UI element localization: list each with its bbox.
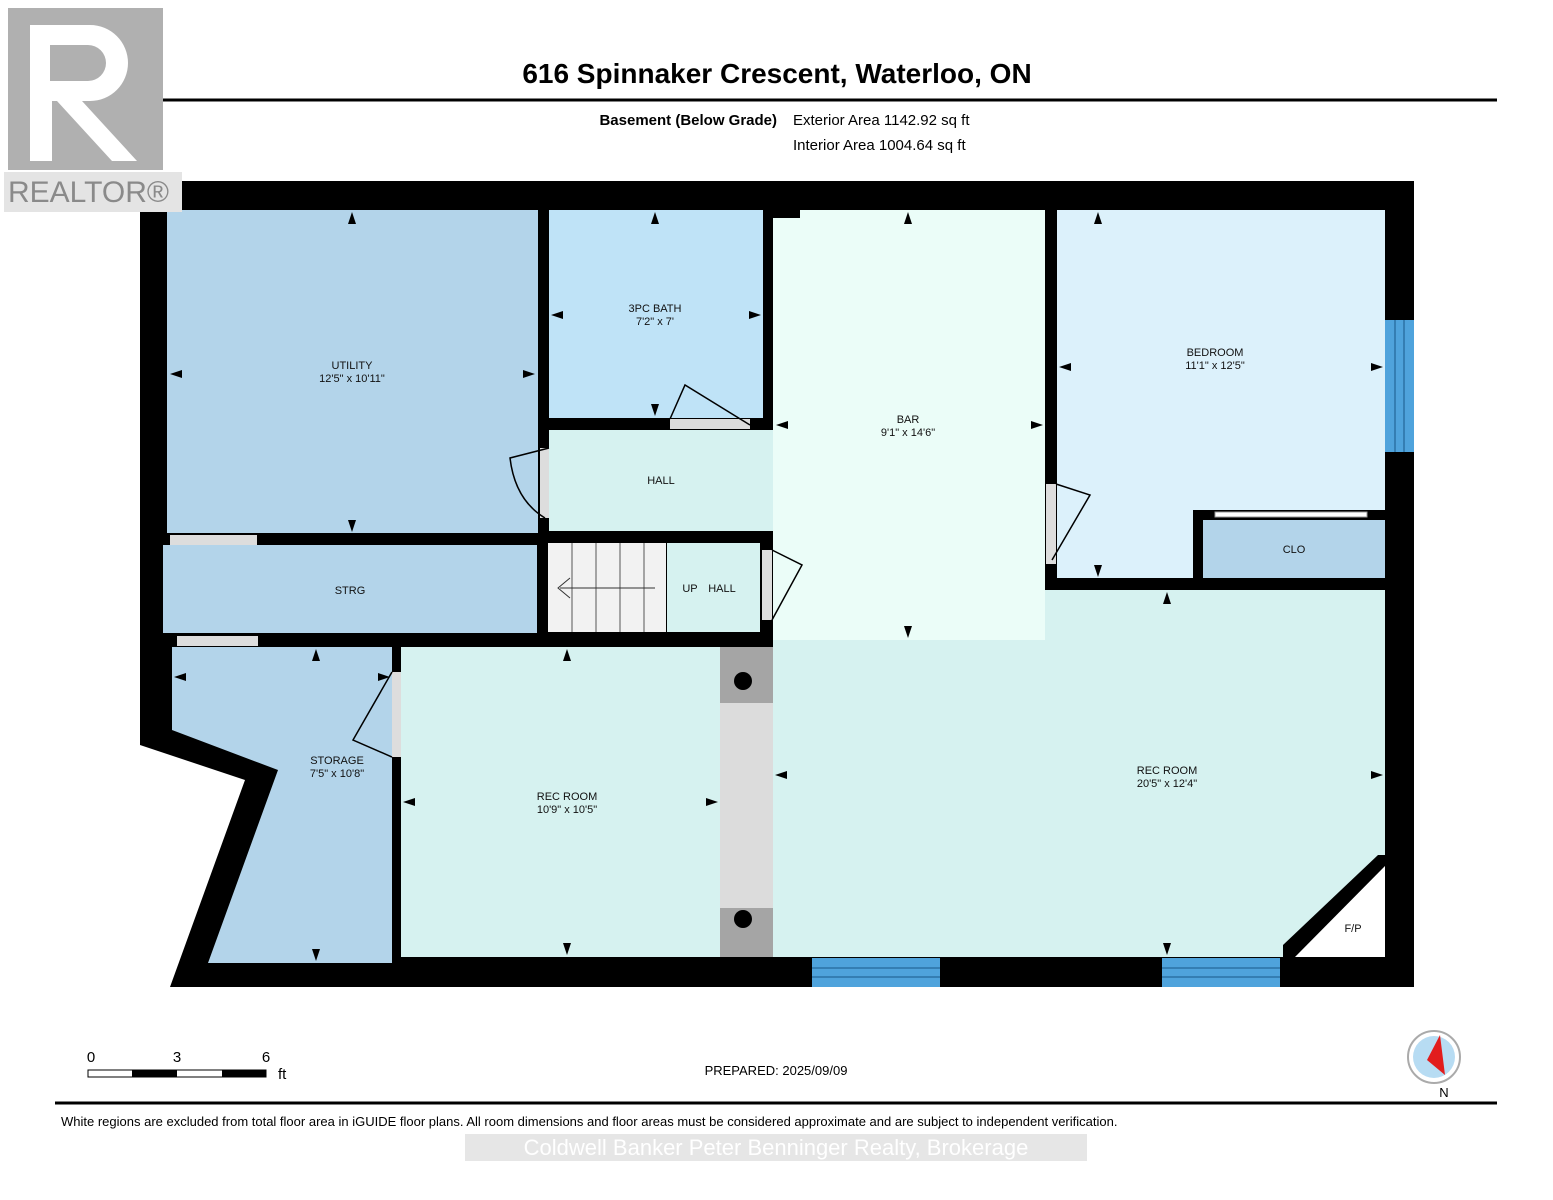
window-lines [812, 320, 1405, 978]
post-icon [734, 672, 752, 690]
room-bath [549, 210, 763, 418]
room-dims: 7'2" x 7' [636, 316, 674, 328]
room-label: HALL [708, 583, 736, 595]
room-label: REC ROOM [1137, 765, 1198, 777]
room-label: HALL [647, 475, 675, 487]
windows [812, 320, 1414, 987]
realtor-logo-text: REALTOR® [8, 176, 169, 209]
room-dims: 11'1" x 12'5" [1185, 360, 1245, 372]
prepared-date: PREPARED: 2025/09/09 [705, 1063, 848, 1078]
room-up-hall [667, 543, 760, 632]
room-storage [172, 647, 392, 963]
brokerage-watermark: Coldwell Banker Peter Benninger Realty, … [524, 1135, 1029, 1160]
wall-notch [763, 210, 800, 218]
floor-label: Basement (Below Grade) [599, 112, 777, 129]
room-label: CLO [1283, 544, 1306, 556]
stairs-label: UP [682, 583, 697, 595]
disclaimer: White regions are excluded from total fl… [61, 1114, 1117, 1129]
post-icon [734, 910, 752, 928]
room-dims: 12'5" x 10'11" [319, 373, 385, 385]
realtor-logo: REALTOR® [4, 8, 182, 212]
room-label: REC ROOM [537, 791, 598, 803]
north-label: N [1439, 1085, 1448, 1100]
room-label: F/P [1344, 923, 1361, 935]
page-title: 616 Spinnaker Crescent, Waterloo, ON [522, 58, 1031, 89]
room-label: BAR [897, 414, 920, 426]
room-strg [163, 545, 537, 633]
interior-area: Interior Area 1004.64 sq ft [793, 137, 966, 154]
room-dims: 10'9" x 10'5" [537, 804, 597, 816]
room-dims: 7'5" x 10'8" [310, 768, 364, 780]
room-label: 3PC BATH [629, 303, 682, 315]
exterior-area: Exterior Area 1142.92 sq ft [793, 112, 970, 129]
stair-treads [557, 543, 655, 632]
room-rec-right [773, 590, 1385, 957]
room-bar [773, 218, 1045, 640]
scale-tick: 3 [173, 1049, 181, 1066]
room-label: STORAGE [310, 755, 364, 767]
scale-tick: 0 [87, 1049, 95, 1066]
realtor-logo-text-backing [4, 172, 182, 212]
room-dims: 20'5" x 12'4" [1137, 778, 1197, 790]
room-utility [167, 210, 538, 533]
door-openings [170, 419, 1056, 757]
door-swings[interactable] [351, 383, 1092, 758]
room-label: STRG [335, 585, 366, 597]
room-hall [549, 430, 773, 531]
room-label: BEDROOM [1187, 347, 1244, 359]
closet-door[interactable] [1214, 511, 1368, 518]
fireplace [1295, 866, 1385, 957]
brokerage-watermark-bg [465, 1134, 1087, 1161]
compass-icon: N [1407, 1030, 1461, 1100]
scale-bar: 0 3 6 ft [87, 1049, 287, 1083]
room-rec-left [401, 647, 720, 957]
room-label: UTILITY [332, 360, 374, 372]
room-bar-top [800, 210, 1045, 220]
room-closet [1203, 520, 1385, 578]
room-dims: 9'1" x 14'6" [881, 427, 935, 439]
scale-unit: ft [278, 1066, 287, 1083]
scale-tick: 6 [262, 1049, 270, 1066]
